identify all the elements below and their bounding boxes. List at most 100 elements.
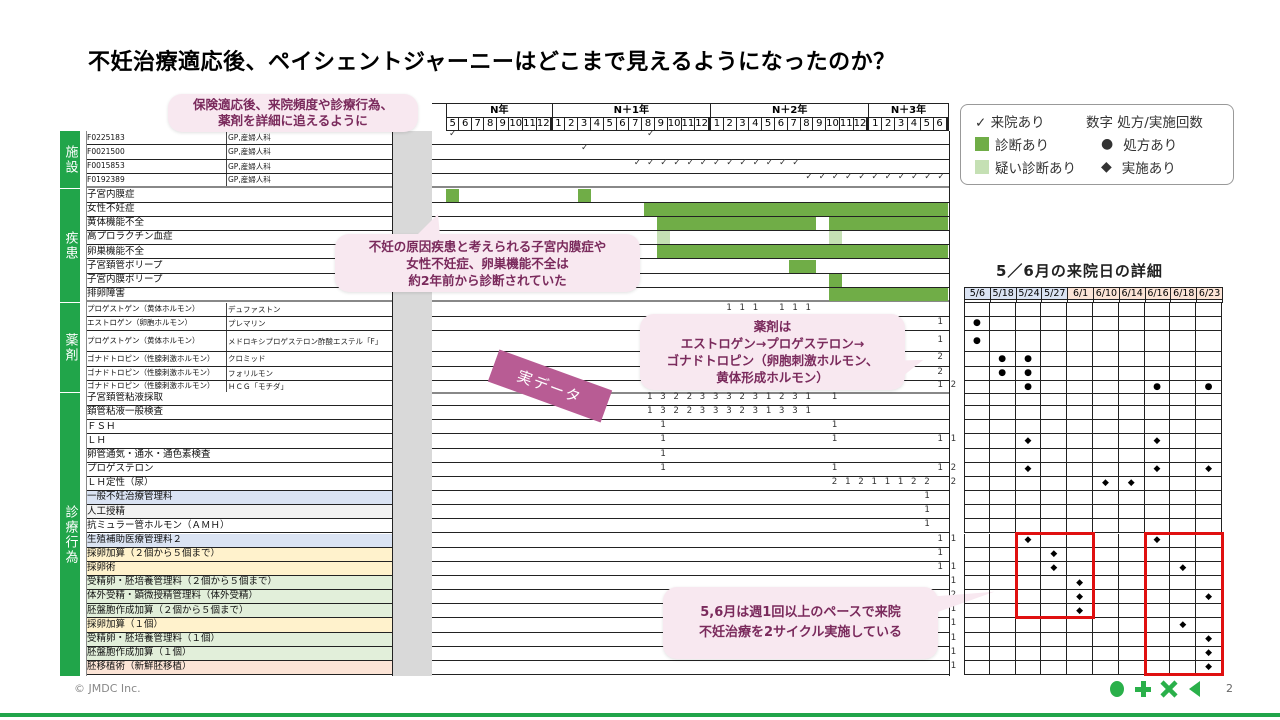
- detail-cell: [1015, 406, 1042, 421]
- procedure-name: 受精卵・胚培養管理料（２個から５個まで）: [86, 575, 392, 590]
- detail-cell: [989, 590, 1016, 605]
- diagnosis-bar: [644, 202, 948, 216]
- drug-class: ゴナドトロピン（性腺刺激ホルモン）: [87, 353, 215, 363]
- month-label: 12: [695, 118, 709, 130]
- detail-cell: [1144, 420, 1171, 435]
- month-label: 10: [826, 118, 840, 130]
- detail-cell: [1144, 352, 1171, 367]
- callout-drug: 薬剤は エストロゲン→プロゲステロン→ ゴナドトロピン（卵胞刺激ホルモン、 黄体…: [640, 314, 905, 390]
- month-label: 6: [459, 118, 472, 130]
- prescribed-dot-icon: ●: [1153, 381, 1161, 392]
- procedure-count: 2: [739, 392, 745, 402]
- detail-cell: [1118, 561, 1145, 576]
- visit-check-icon: ✓: [845, 171, 853, 182]
- disease-name: 卵巣機能不全: [87, 245, 145, 257]
- procedure-count: 2: [950, 476, 957, 487]
- detail-cell: [1093, 604, 1119, 619]
- detail-cell: [1118, 604, 1145, 619]
- visit-check-icon: ✓: [871, 171, 879, 182]
- detail-cell: [1196, 392, 1222, 407]
- detail-cell: [989, 380, 1016, 394]
- detail-cell: [1144, 406, 1171, 421]
- detail-cell: [1118, 462, 1145, 477]
- detail-cell: ●: [1015, 366, 1042, 381]
- visit-check-icon: ✓: [581, 143, 589, 154]
- detail-cell: [1170, 302, 1197, 317]
- detail-cell: [1144, 590, 1171, 605]
- detail-cell: [1118, 316, 1145, 332]
- disease-name: 子宮内膜ポリープ: [87, 274, 163, 286]
- performed-diamond-icon: ◆: [1076, 577, 1084, 588]
- detail-cell: [989, 547, 1016, 562]
- disease-row: 排卵障害: [86, 287, 950, 303]
- drug-class: プロゲストゲン（黄体ホルモン）: [87, 304, 200, 314]
- detail-cell: [964, 392, 990, 407]
- visit-check-icon: ✓: [937, 171, 945, 182]
- callout-disease: 不妊の原因疾患と考えられる子宮内膜症や 女性不妊症、卵巣機能不全は 約2年前から…: [335, 234, 640, 292]
- detail-cell: [964, 575, 990, 591]
- drug-count: 1: [726, 302, 732, 313]
- procedure-count: 1: [647, 406, 653, 417]
- performed-diamond-icon: ◆: [1153, 436, 1161, 446]
- drug-count: 1: [792, 302, 798, 313]
- facility-type: GP,産婦人科: [226, 145, 393, 159]
- detail-date-header: 5/24: [1015, 287, 1043, 300]
- procedure-name: 採卵加算（１個）: [86, 618, 392, 632]
- procedure-count: 2: [831, 476, 838, 487]
- detail-cell: [989, 331, 1016, 353]
- month-label: 9: [813, 118, 827, 130]
- detail-col-line: [1144, 300, 1146, 303]
- section-disease: 疾患: [60, 189, 80, 302]
- prescribed-dot-icon: ●: [1024, 368, 1032, 379]
- disease-name: 子宮内膜症: [87, 188, 135, 200]
- month-label: 1: [711, 118, 724, 130]
- detail-cell: [964, 352, 990, 367]
- visit-check-icon: ✓: [660, 157, 668, 168]
- header-left-cap: [432, 103, 446, 131]
- procedure-row: 抗ミュラー管ホルモン（ＡＭＨ）1: [86, 519, 950, 534]
- detail-cell: [1118, 632, 1145, 647]
- detail-cell: [1093, 434, 1119, 449]
- year-header: N＋1年: [551, 103, 710, 117]
- detail-cell: [1041, 434, 1068, 449]
- drug-count: 2: [950, 380, 957, 391]
- visit-check-icon: ✓: [686, 157, 695, 168]
- detail-cell: ◆: [1144, 434, 1171, 449]
- detail-cell: [1067, 646, 1093, 661]
- detail-cell: [1041, 575, 1068, 591]
- procedure-count: 2: [673, 406, 679, 417]
- detail-cell: [1093, 561, 1119, 576]
- detail-cell: [1118, 646, 1145, 661]
- detail-cell: [1118, 406, 1145, 421]
- detail-cell: [989, 533, 1016, 548]
- procedure-count: 1: [924, 519, 930, 530]
- detail-cell: [1015, 448, 1042, 463]
- detail-cell: [1144, 505, 1171, 520]
- performed-diamond-icon: ◆: [1101, 478, 1109, 489]
- detail-cell: [1041, 505, 1068, 520]
- detail-cell: [989, 660, 1016, 675]
- procedure-count: 1: [937, 462, 943, 473]
- detail-cell: [1093, 448, 1119, 463]
- detail-cell: [1015, 392, 1042, 407]
- drug-count: 1: [937, 380, 943, 391]
- procedure-row: 体外受精・顕微授精管理料（体外受精）2: [86, 590, 956, 605]
- gray-column: [393, 131, 432, 676]
- visit-check-icon: ✓: [647, 157, 655, 168]
- detail-cell: [1144, 618, 1171, 633]
- detail-cell: [1015, 660, 1042, 675]
- detail-cell: ●: [1015, 380, 1042, 394]
- month-label: 1: [553, 118, 566, 130]
- detail-cell: [1144, 575, 1171, 591]
- detail-cell: [1067, 352, 1093, 367]
- section-procedure: 診療行為: [60, 393, 80, 676]
- detail-cell: [1067, 392, 1093, 407]
- visit-check-icon: ✓: [884, 171, 893, 182]
